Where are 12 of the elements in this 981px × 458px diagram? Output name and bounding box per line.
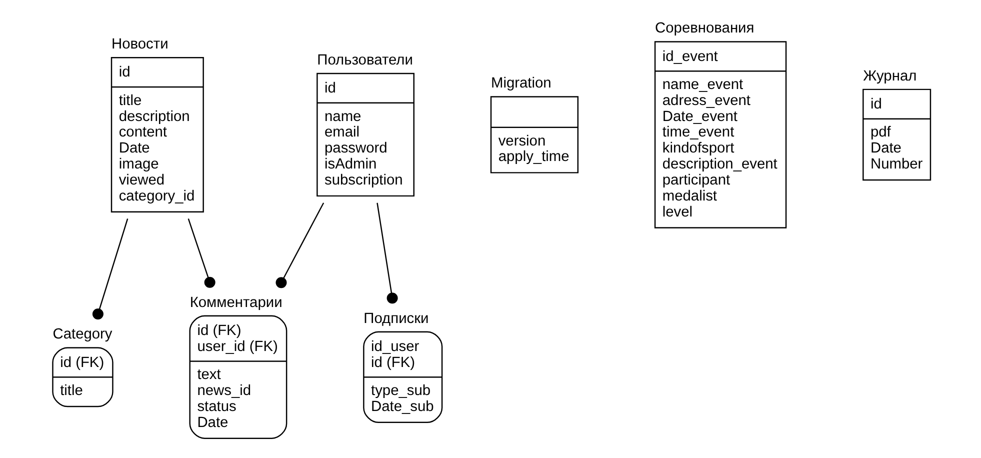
connector: [376, 202, 398, 304]
node-label: Комментарии: [189, 294, 282, 311]
node-label: Migration: [490, 76, 551, 92]
connector: [187, 218, 215, 288]
node-label: Category: [52, 326, 112, 343]
node-label: Подписки: [363, 310, 428, 327]
node-label: Пользователи: [316, 52, 412, 68]
node-label: Соревнования: [654, 20, 754, 37]
connector: [275, 202, 324, 288]
node-label: Новости: [111, 36, 168, 53]
connector: [92, 218, 128, 320]
node-label: Журнал: [862, 68, 916, 84]
